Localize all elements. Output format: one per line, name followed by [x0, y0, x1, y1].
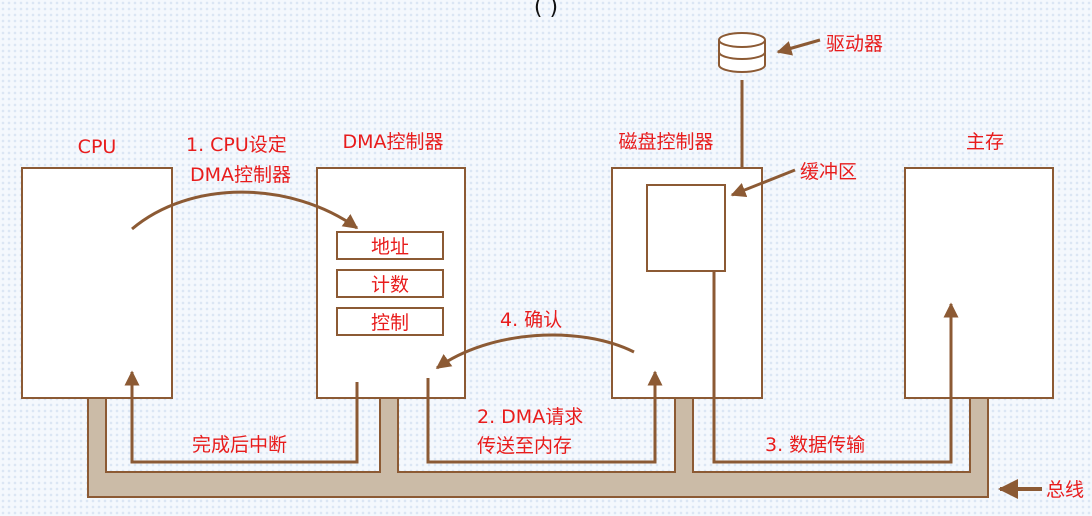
register-control: 控制 — [336, 307, 444, 336]
title-fragment: ( ) — [534, 0, 558, 20]
step1-arrow — [131, 190, 359, 231]
step2-label-line2: 传送至内存 — [477, 435, 572, 457]
bus-label: 总线 — [998, 479, 1084, 501]
register-control-label: 控制 — [371, 312, 409, 334]
step4-arrow — [435, 333, 635, 370]
main-memory-box — [904, 167, 1054, 399]
step1-label-line2: DMA控制器 — [190, 164, 291, 186]
register-address-label: 地址 — [371, 236, 409, 258]
register-address: 地址 — [336, 231, 444, 260]
disk-controller-label: 磁盘控制器 — [618, 131, 713, 153]
step1-label-line1: 1. CPU设定 — [186, 134, 287, 156]
main-memory-label: 主存 — [966, 131, 1004, 153]
step4-label: 4. 确认 — [500, 309, 562, 331]
step3-label: 3. 数据传输 — [765, 434, 865, 456]
drive-label: 驱动器 — [826, 33, 883, 55]
interrupt-arrow — [124, 370, 359, 464]
buffer-box — [646, 184, 726, 272]
step3-arrow — [712, 271, 959, 464]
buffer-pointer-arrow — [730, 168, 796, 197]
cpu-label: CPU — [78, 136, 117, 158]
drive-icon — [718, 32, 766, 73]
drive-pointer-arrow — [776, 38, 821, 56]
step2-arrow — [426, 370, 663, 464]
interrupt-label: 完成后中断 — [192, 434, 287, 456]
register-count: 计数 — [336, 269, 444, 298]
register-count-label: 计数 — [371, 274, 409, 296]
buffer-label: 缓冲区 — [800, 161, 857, 183]
dma-controller-label: DMA控制器 — [342, 131, 443, 153]
bus-label-text: 总线 — [1046, 479, 1084, 501]
step2-label-line1: 2. DMA请求 — [477, 406, 583, 428]
cpu-box — [21, 167, 173, 399]
